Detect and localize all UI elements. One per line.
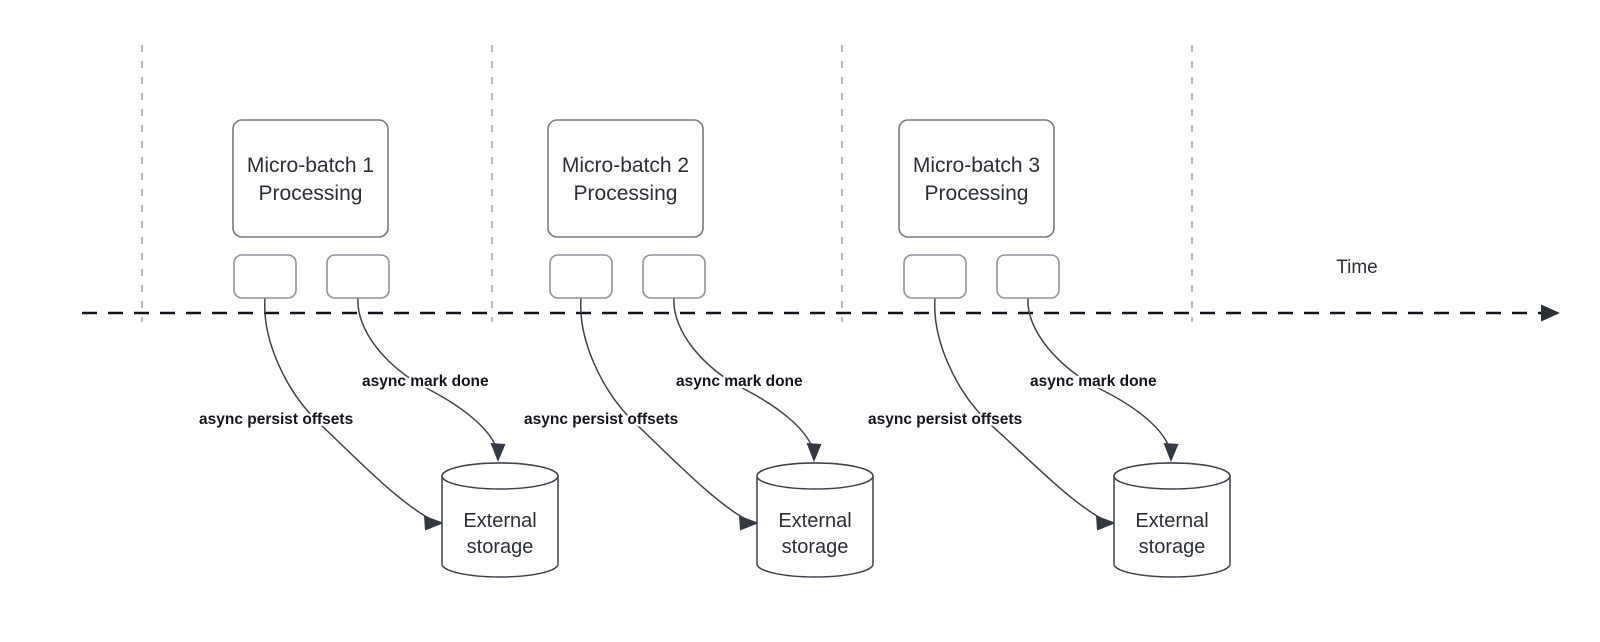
- task-box-mini-3b[interactable]: [996, 254, 1060, 299]
- edge-label-mark-done-3: async mark done: [1030, 373, 1157, 390]
- storage-label-line1-group-2: External: [778, 510, 851, 532]
- time-axis-label: Time: [1336, 257, 1378, 278]
- task-box-mini-1b[interactable]: [326, 254, 390, 299]
- storage-cylinder-top-group-2: [756, 462, 874, 490]
- edge-path-mark-done-3: [1027, 297, 1171, 451]
- task-box-mini-1a[interactable]: [233, 254, 297, 299]
- batch-box-group-3[interactable]: [898, 119, 1055, 238]
- task-box-mini-2a[interactable]: [549, 254, 613, 299]
- arrowhead-mark-done-2: [806, 443, 822, 462]
- edge-path-persist-offsets-1: [264, 297, 435, 522]
- edge-path-mark-done-1: [357, 297, 498, 451]
- edge-label-halo-mark-done-1: async mark done: [362, 373, 489, 390]
- edge-path-persist-offsets-3: [934, 297, 1107, 522]
- edge-path-mark-done-2: [673, 297, 814, 451]
- batch-box-group-2[interactable]: [547, 119, 704, 238]
- arrowhead-persist-offsets-3: [1096, 515, 1116, 531]
- edge-path-persist-offsets-2: [580, 297, 750, 522]
- batch-label-line1-group-2: Micro-batch 2: [562, 154, 689, 177]
- batch-label-line2-group-1: Processing: [259, 182, 363, 205]
- edge-label-halo-persist-offsets-2: async persist offsets: [524, 411, 678, 428]
- arrowhead-mark-done-3: [1163, 443, 1179, 462]
- edge-label-persist-offsets-3: async persist offsets: [868, 411, 1022, 428]
- edge-label-mark-done-2: async mark done: [676, 373, 803, 390]
- batch-label-line1-group-3: Micro-batch 3: [913, 154, 1040, 177]
- time-axis: [82, 304, 1560, 322]
- edge-label-halo-mark-done-3: async mark done: [1030, 373, 1157, 390]
- separator-lines: [140, 45, 1194, 322]
- edge-label-mark-done-1: async mark done: [362, 373, 489, 390]
- arrowhead-persist-offsets-1: [424, 515, 444, 531]
- diagram-nodes: [232, 119, 1231, 578]
- batch-label-line2-group-3: Processing: [925, 182, 1029, 205]
- batch-label-line2-group-2: Processing: [574, 182, 678, 205]
- batch-label-line1-group-1: Micro-batch 1: [247, 154, 374, 177]
- time-axis-arrowhead: [1541, 304, 1560, 322]
- arrowhead-persist-offsets-2: [739, 515, 759, 531]
- storage-label-line1-group-3: External: [1135, 510, 1208, 532]
- storage-label-line2-group-1: storage: [467, 536, 534, 558]
- edge-label-halo-mark-done-2: async mark done: [676, 373, 803, 390]
- task-box-mini-3a[interactable]: [903, 254, 967, 299]
- storage-label-line2-group-3: storage: [1139, 536, 1206, 558]
- batch-box-group-1[interactable]: [232, 119, 389, 238]
- storage-label-line1-group-1: External: [463, 510, 536, 532]
- edge-label-halo-persist-offsets-3: async persist offsets: [868, 411, 1022, 428]
- edge-label-halo-persist-offsets-1: async persist offsets: [199, 411, 353, 428]
- edge-label-persist-offsets-1: async persist offsets: [199, 411, 353, 428]
- arrowhead-mark-done-1: [490, 443, 506, 462]
- storage-cylinder-top-group-1: [441, 462, 559, 490]
- connector-edges: [264, 297, 1179, 531]
- task-box-mini-2b[interactable]: [642, 254, 706, 299]
- edge-label-persist-offsets-2: async persist offsets: [524, 411, 678, 428]
- storage-cylinder-top-group-3: [1113, 462, 1231, 490]
- storage-label-line2-group-2: storage: [782, 536, 849, 558]
